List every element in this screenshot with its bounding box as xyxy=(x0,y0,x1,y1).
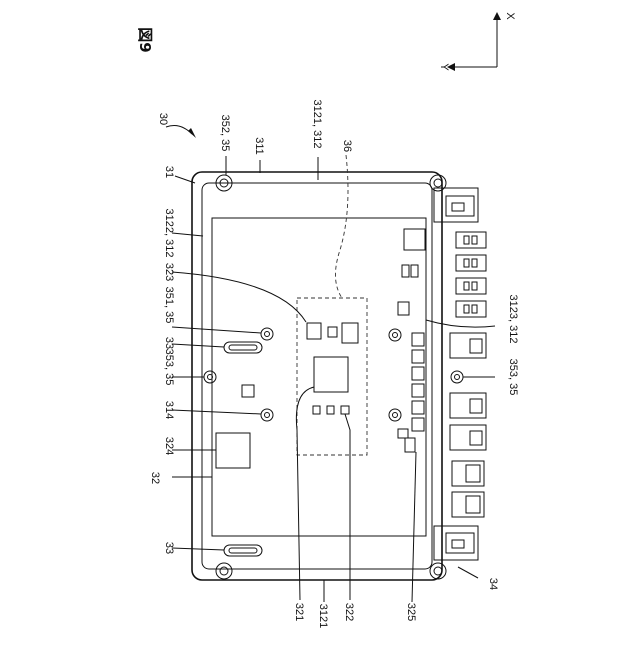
screw-314 xyxy=(261,409,273,421)
axis-indicator: X Y xyxy=(438,12,516,71)
fixture-33-top xyxy=(224,342,262,353)
x-axis-label: X xyxy=(504,12,516,20)
connector-bottom-large xyxy=(434,526,478,560)
label-351-35: 351, 35 xyxy=(163,287,175,324)
component-top-right xyxy=(404,229,425,250)
y-axis-label: Y xyxy=(438,63,450,71)
label-32: 32 xyxy=(149,472,161,484)
label-322: 322 xyxy=(343,603,355,621)
screw-353-right xyxy=(451,371,463,383)
figure-title: 図9 xyxy=(136,27,154,52)
label-3123-312: 3123, 312 xyxy=(507,295,519,344)
label-314: 314 xyxy=(163,401,175,419)
x-arrow-icon xyxy=(493,12,501,20)
corner-boss xyxy=(216,563,232,579)
label-3122-312: 3122, 312 xyxy=(163,209,175,258)
screw-353 xyxy=(204,371,216,383)
label-352-35: 352, 35 xyxy=(219,115,231,152)
label-34: 34 xyxy=(487,578,499,590)
label-33-top: 33 xyxy=(163,337,175,349)
label-323: 323 xyxy=(163,263,175,281)
component-323 xyxy=(307,323,321,339)
connector-top-large xyxy=(434,188,478,222)
label-324: 324 xyxy=(163,437,175,455)
component-322 xyxy=(313,406,320,414)
label-31: 31 xyxy=(163,166,175,178)
corner-boss xyxy=(430,175,446,191)
label-3121-312-top: 3121, 312 xyxy=(311,100,323,149)
component-column-325 xyxy=(398,333,424,452)
corner-boss xyxy=(430,563,446,579)
connector-medium xyxy=(450,333,486,358)
label-30: 30 xyxy=(157,113,169,125)
label-3121-bottom: 3121 xyxy=(317,604,329,628)
label-36: 36 xyxy=(341,140,353,152)
fixture-33-bottom xyxy=(224,545,262,556)
label-353-35-right: 353, 35 xyxy=(507,359,519,396)
region-36-leader xyxy=(335,155,348,298)
label-353-35-left: 353, 35 xyxy=(163,349,175,386)
connector-small xyxy=(456,232,486,248)
component-321 xyxy=(314,357,348,392)
component-324 xyxy=(216,433,250,468)
screw-351 xyxy=(261,328,273,340)
label-33-bottom: 33 xyxy=(163,542,175,554)
label-321: 321 xyxy=(293,603,305,621)
label-325: 325 xyxy=(405,603,417,621)
label-311: 311 xyxy=(253,137,265,155)
